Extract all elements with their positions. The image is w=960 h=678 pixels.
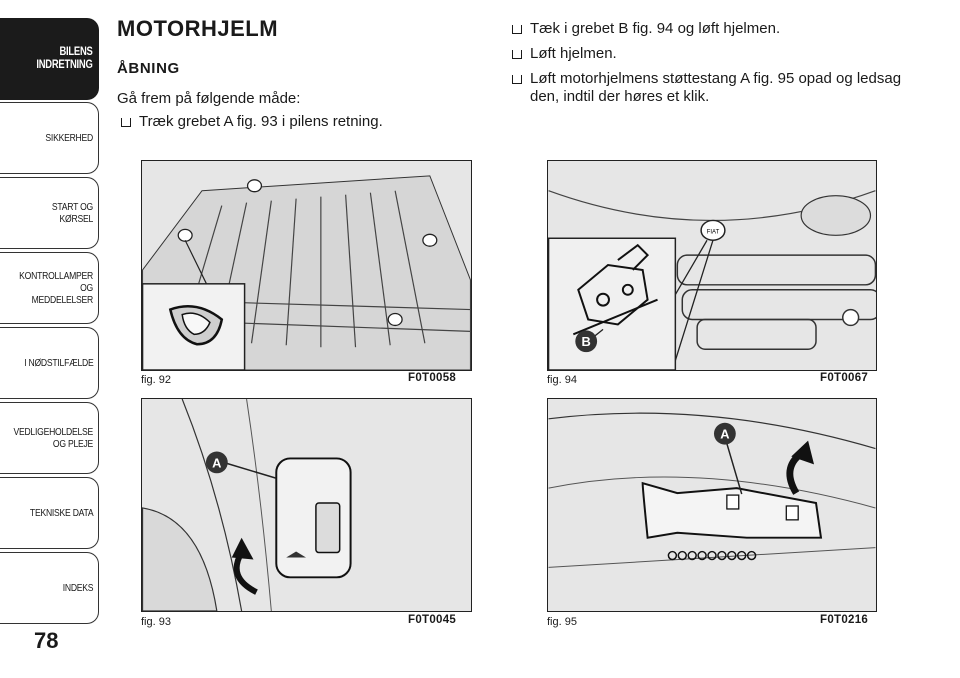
page-title: MOTORHJELM: [117, 16, 279, 41]
figure-caption: fig. 93: [141, 616, 171, 628]
intro-text: Gå frem på følgende måde:: [117, 90, 301, 107]
tab-bilens-indretning[interactable]: BILENS INDRETNING: [0, 18, 99, 100]
hood-latch-drawing: FIAT B: [548, 161, 876, 370]
support-rod-drawing: A: [548, 399, 876, 611]
release-lever-drawing: A: [142, 399, 471, 611]
tab-label: SIKKERHED: [45, 131, 93, 144]
callout-b-label: B: [582, 334, 591, 349]
figure-caption: fig. 94: [547, 374, 577, 386]
right-instruction-list: Tæk i grebet B fig. 94 og løft hjelmen. …: [508, 20, 928, 113]
checkbox-bullet-icon: [512, 25, 522, 34]
figure-93-illustration: A: [141, 398, 472, 612]
callout-a-label: A: [212, 455, 221, 470]
tab-label: I NØDSTILFÆLDE: [23, 356, 94, 369]
cargo-floor-drawing: [142, 161, 471, 370]
callout-a-label: A: [720, 427, 729, 442]
tab-label: INDEKS: [62, 581, 93, 594]
checkbox-bullet-icon: [121, 118, 131, 127]
tab-vedligeholdelse[interactable]: VEDLIGEHOLDELSE OG PLEJE: [0, 402, 99, 474]
brand-badge-label: FIAT: [707, 229, 720, 235]
checkbox-bullet-icon: [512, 74, 522, 84]
instruction-text: Løft motorhjelmens støttestang A fig. 95…: [530, 69, 902, 106]
page-number: 78: [34, 628, 59, 653]
figure-95-illustration: A: [547, 398, 877, 612]
figure-94-illustration: FIAT B: [547, 160, 877, 371]
instruction-text: Tæk i grebet B fig. 94 og løft hjelmen.: [530, 20, 781, 37]
tab-start-og-koersel[interactable]: START OG KØRSEL: [0, 177, 99, 249]
list-item: Løft motorhjelmens støttestang A fig. 95…: [508, 70, 928, 108]
figure-code: F0T0058: [408, 372, 457, 384]
list-item: Tæk i grebet B fig. 94 og løft hjelmen.: [508, 20, 928, 39]
tab-kontrollamper[interactable]: KONTROLLAMPER OG MEDDELELSER: [0, 252, 99, 324]
tab-indeks[interactable]: INDEKS: [0, 552, 99, 624]
tab-label: START OG KØRSEL: [51, 200, 93, 225]
tab-sikkerhed[interactable]: SIKKERHED: [0, 102, 99, 174]
figure-caption: fig. 95: [547, 616, 577, 628]
figure-code: F0T0216: [820, 614, 869, 626]
list-item: Træk grebet A fig. 93 i pilens retning.: [117, 113, 447, 132]
tab-i-noedstilfaelde[interactable]: I NØDSTILFÆLDE: [0, 327, 99, 399]
instruction-text: Træk grebet A fig. 93 i pilens retning.: [139, 113, 383, 130]
checkbox-bullet-icon: [512, 49, 522, 59]
tab-tekniske-data[interactable]: TEKNISKE DATA: [0, 477, 99, 549]
section-subtitle: ÅBNING: [117, 60, 180, 77]
tab-label: VEDLIGEHOLDELSE OG PLEJE: [13, 425, 93, 450]
list-item: Løft hjelmen.: [508, 45, 928, 64]
figure-code: F0T0045: [408, 614, 457, 626]
figure-92-illustration: [141, 160, 472, 371]
instruction-text: Løft hjelmen.: [530, 44, 617, 62]
tab-label: BILENS INDRETNING: [36, 45, 93, 71]
tab-label: KONTROLLAMPER OG MEDDELELSER: [19, 269, 93, 307]
figure-code: F0T0067: [820, 372, 869, 384]
left-instruction-list: Træk grebet A fig. 93 i pilens retning.: [117, 113, 447, 138]
figure-caption: fig. 92: [141, 374, 171, 386]
tab-label: TEKNISKE DATA: [29, 506, 94, 519]
